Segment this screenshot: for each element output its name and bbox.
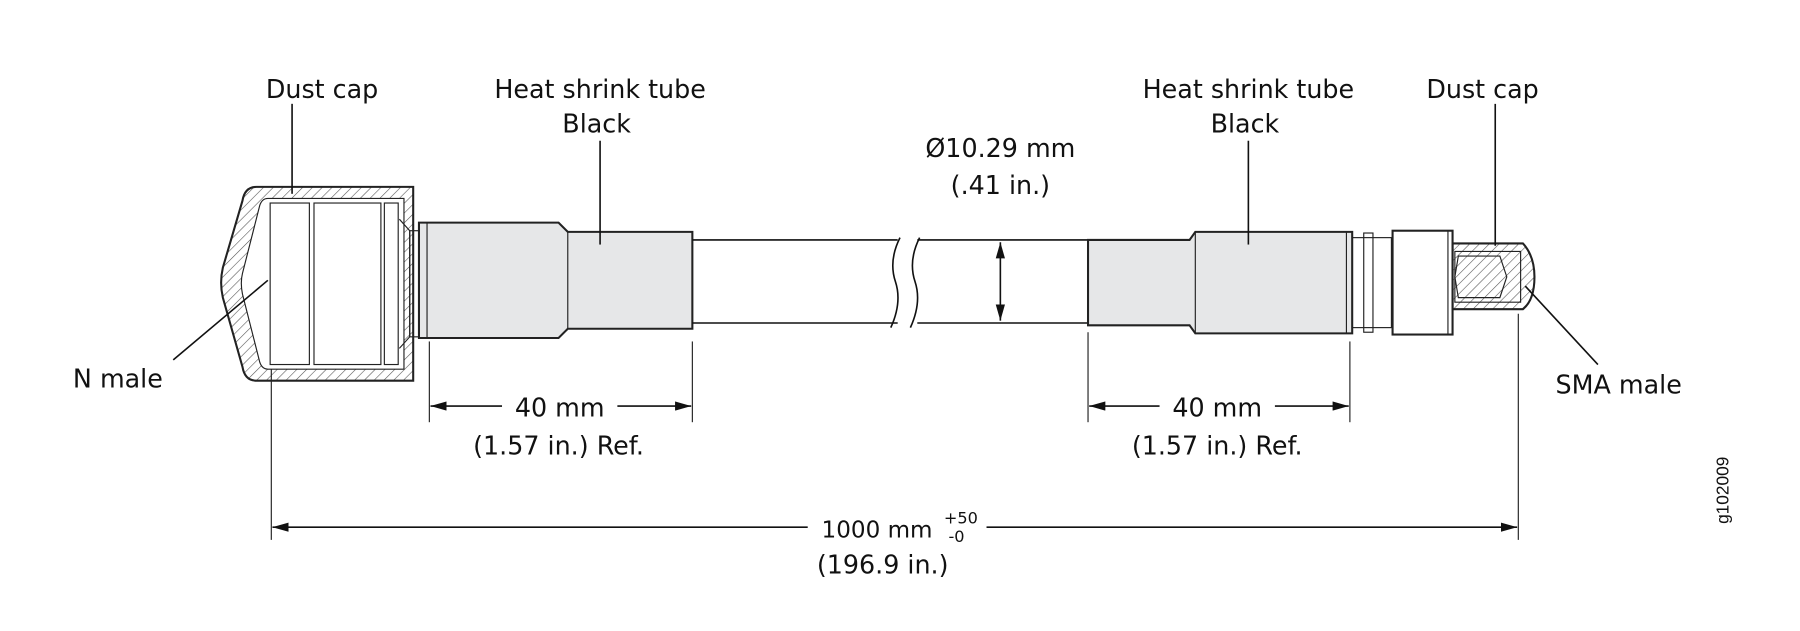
sma-male-label: SMA male xyxy=(1556,369,1682,399)
overall-tol-plus: +50 xyxy=(944,509,978,528)
heat-shrink-left-color: Black xyxy=(562,109,631,139)
diameter-in-label: (.41 in.) xyxy=(951,170,1050,200)
left-sleeve-dimension: 40 mm (1.57 in.) Ref. xyxy=(428,341,693,461)
break-line xyxy=(909,237,921,328)
n-male-dust-cap xyxy=(220,185,415,382)
heat-shrink-left-label: Heat shrink tube xyxy=(494,74,706,104)
dust-cap-left-label: Dust cap xyxy=(266,74,378,104)
overall-in: (196.9 in.) xyxy=(817,549,949,579)
heat-shrink-right-color: Black xyxy=(1211,109,1280,139)
sma-dust-cap xyxy=(1451,242,1536,311)
right-sleeve-dimension: 40 mm (1.57 in.) Ref. xyxy=(1087,332,1351,461)
overall-mm: 1000 mm xyxy=(822,518,933,544)
cable xyxy=(692,237,1089,328)
n-male-label: N male xyxy=(73,364,163,394)
sma-male-connector xyxy=(1351,229,1454,336)
right-sleeve-mm: 40 mm xyxy=(1172,392,1262,422)
right-sleeve-in: (1.57 in.) Ref. xyxy=(1132,431,1303,461)
left-sleeve-in: (1.57 in.) Ref. xyxy=(473,431,644,461)
right-heat-shrink-tube xyxy=(1086,230,1354,335)
overall-length-dimension: 1000 mm +50 -0 (196.9 in.) xyxy=(270,313,1519,579)
diameter-mm-label: Ø10.29 mm xyxy=(925,133,1075,163)
overall-tol-minus: -0 xyxy=(948,527,964,546)
dust-cap-right-label: Dust cap xyxy=(1426,74,1538,104)
break-line xyxy=(890,237,901,328)
left-heat-shrink-tube xyxy=(417,221,694,340)
n-male-connector xyxy=(269,202,420,366)
left-sleeve-mm: 40 mm xyxy=(515,392,605,422)
figure-id: g102009 xyxy=(1712,457,1732,524)
heat-shrink-right-label: Heat shrink tube xyxy=(1143,74,1355,104)
